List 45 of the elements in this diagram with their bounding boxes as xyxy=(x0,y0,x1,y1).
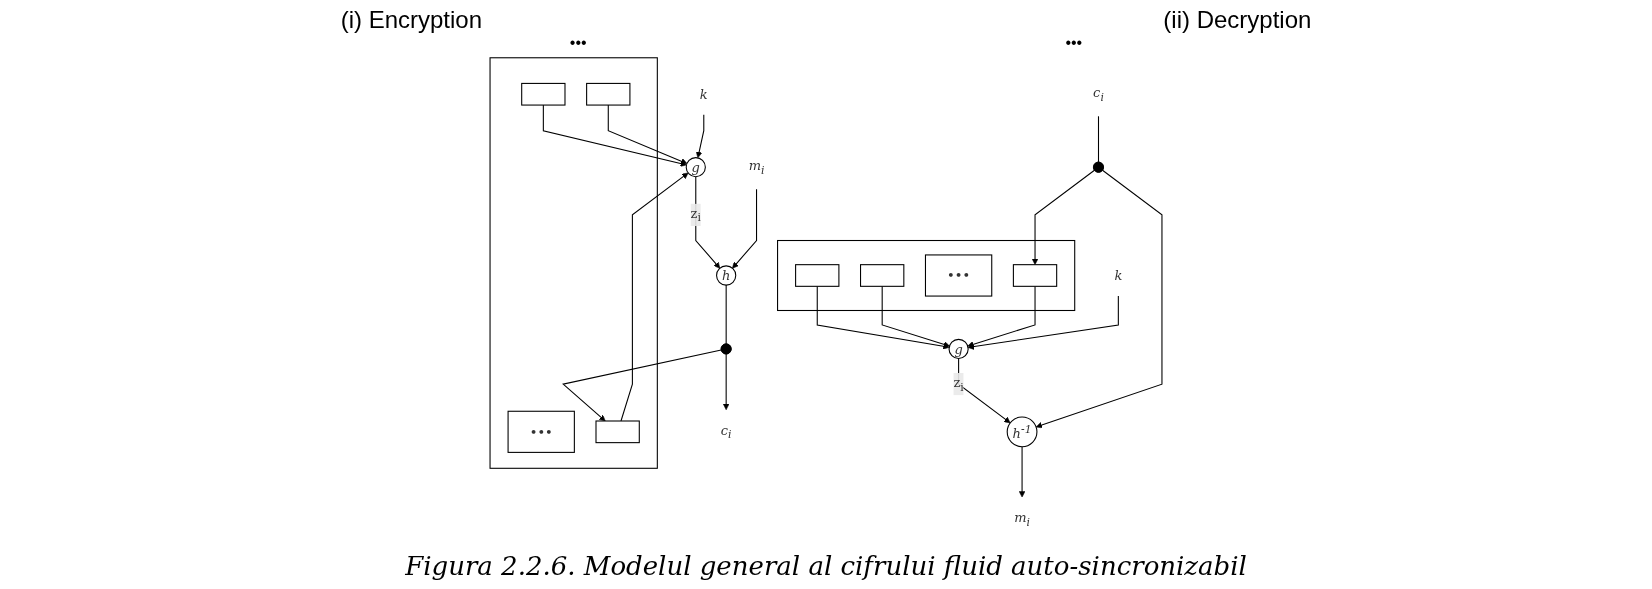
connector xyxy=(1097,115,1100,163)
arrow xyxy=(1018,446,1026,498)
node-text: m$_{i}$ xyxy=(748,158,765,177)
node-box: ••• xyxy=(507,410,575,453)
arrow xyxy=(620,172,689,422)
arrow xyxy=(562,349,722,422)
edge-label: z$_{i}$ xyxy=(953,375,964,394)
arrow xyxy=(732,188,758,269)
arrow xyxy=(695,176,721,269)
node-text: m$_{i}$ xyxy=(1014,510,1030,529)
node-box: ••• xyxy=(924,254,993,297)
arrow xyxy=(816,285,950,350)
node-circle: h xyxy=(716,265,737,286)
section-heading: (ii) Decryption xyxy=(1163,6,1312,34)
node-circle: g xyxy=(685,157,706,178)
node-circle: h$^{-1}$ xyxy=(1006,416,1038,448)
node-box xyxy=(586,82,631,106)
arrow xyxy=(1035,169,1163,429)
ellipsis-label: ••• xyxy=(569,34,587,52)
node-circle: g xyxy=(948,338,969,360)
arrow xyxy=(967,285,1036,348)
arrow xyxy=(607,104,688,165)
node-box xyxy=(860,264,905,287)
arrow xyxy=(958,357,1011,424)
section-heading: (i) Encryption xyxy=(340,6,482,34)
cluster xyxy=(777,239,1076,312)
node-box xyxy=(795,264,840,287)
edge-label: z$_{i}$ xyxy=(690,205,701,225)
node-box xyxy=(1012,264,1058,287)
node-text: c$_{i}$ xyxy=(1093,85,1104,104)
node-box xyxy=(521,82,566,106)
figure-caption: Figura 2.2.6. Modelul general al cifrului fluid auto-sincronizabil xyxy=(405,551,1247,581)
arrow xyxy=(542,104,687,167)
arrow xyxy=(967,295,1119,350)
cluster xyxy=(489,57,658,469)
node-text: k xyxy=(1114,267,1123,284)
node-text: c$_{i}$ xyxy=(720,422,732,442)
arrow xyxy=(1031,169,1095,265)
connector xyxy=(725,284,727,345)
arrow xyxy=(723,353,730,411)
node-box xyxy=(595,420,640,444)
node-text: k xyxy=(699,86,708,102)
arrow xyxy=(881,285,950,348)
arrow xyxy=(695,114,705,159)
ellipsis-label: ••• xyxy=(1065,34,1083,52)
